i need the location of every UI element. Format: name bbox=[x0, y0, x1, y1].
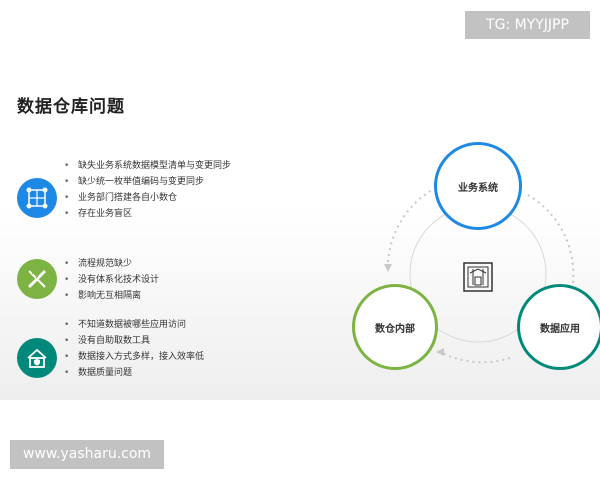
cycle-node-data-application: 数据应用 bbox=[517, 284, 600, 370]
cycle-node-warehouse-internal: 数仓内部 bbox=[352, 284, 438, 370]
page-title: 数据仓库问题 bbox=[17, 97, 125, 117]
list-item: 数据质量问题 bbox=[64, 365, 204, 381]
list-item: 影响无互相隔离 bbox=[64, 288, 159, 304]
cycle-node-label: 数仓内部 bbox=[375, 323, 415, 335]
warehouse-icon bbox=[462, 261, 494, 293]
problem-list-3: 不知道数据被哪些应用访问 没有自助取数工具 数据接入方式多样，接入效率低 数据质… bbox=[64, 317, 204, 381]
connection-nodes-icon bbox=[17, 178, 57, 218]
list-item: 业务部门搭建各自小数仓 bbox=[64, 190, 231, 206]
cycle-node-label: 业务系统 bbox=[458, 182, 498, 194]
list-item: 缺失业务系统数据模型清单与变更同步 bbox=[64, 158, 231, 174]
list-item: 流程规范缺少 bbox=[64, 256, 159, 272]
problem-list-2: 流程规范缺少 没有体系化技术设计 影响无互相隔离 bbox=[64, 256, 159, 304]
pencil-ruler-icon bbox=[17, 259, 57, 299]
cycle-connectors bbox=[384, 189, 576, 364]
list-item: 存在业务盲区 bbox=[64, 206, 231, 222]
list-item: 不知道数据被哪些应用访问 bbox=[64, 317, 204, 333]
list-item: 数据接入方式多样，接入效率低 bbox=[64, 349, 204, 365]
watermark-top: TG: MYYJJPP bbox=[465, 11, 590, 39]
cycle-node-business-system: 业务系统 bbox=[434, 142, 522, 230]
watermark-bottom: www.yasharu.com bbox=[10, 440, 164, 469]
list-item: 没有自助取数工具 bbox=[64, 333, 204, 349]
list-item: 缺少统一枚举值编码与变更同步 bbox=[64, 174, 231, 190]
slide: 数据仓库问题 缺失业务系统数据模型清单与变更同步 缺少统一枚举值编码与变更同步 … bbox=[0, 52, 600, 400]
list-item: 没有体系化技术设计 bbox=[64, 272, 159, 288]
house-shield-icon bbox=[17, 338, 57, 378]
cycle-node-label: 数据应用 bbox=[540, 323, 580, 335]
problem-list-1: 缺失业务系统数据模型清单与变更同步 缺少统一枚举值编码与变更同步 业务部门搭建各… bbox=[64, 158, 231, 222]
